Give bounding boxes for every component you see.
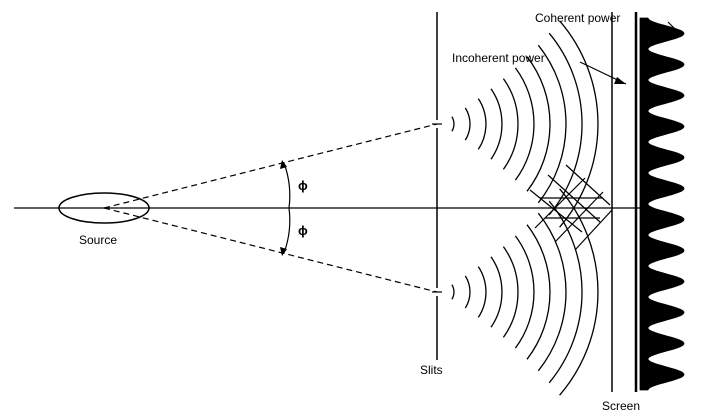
angle-arc-upper: [283, 162, 291, 209]
ray-to-upper-slit: [103, 123, 438, 209]
angle-arc-lower: [283, 207, 291, 254]
wavefront-arc: [502, 78, 519, 170]
wavefront-arc: [559, 188, 599, 396]
wavefront-arc: [502, 246, 519, 338]
incoherent-power-label: Incoherent power: [452, 51, 545, 65]
wavefront-arc: [477, 98, 487, 150]
lower-slit-wavefronts: [451, 188, 599, 396]
incoherent-power-arrowhead: [614, 77, 626, 84]
wavefront-arc: [464, 275, 471, 309]
wavefront-arc: [548, 200, 583, 384]
wavefront-arc: [514, 235, 535, 349]
phi-lower-symbol: ϕ: [298, 223, 308, 238]
wavefront-arc: [451, 116, 455, 132]
wavefront-arc: [451, 284, 455, 300]
angle-arrowhead-top: [280, 160, 287, 169]
screen-intensity-pattern: [639, 17, 685, 391]
slits-label: Slits: [420, 363, 443, 377]
coherent-power-pointer: [667, 21, 679, 33]
wavefront-arc: [490, 256, 503, 328]
phi-upper-symbol: ϕ: [298, 178, 308, 193]
angle-arrowhead-bottom: [280, 247, 287, 256]
wavefront-arc: [477, 266, 487, 318]
screen-label: Screen: [602, 399, 640, 413]
ray-to-lower-slit: [103, 207, 438, 293]
wavefront-arc: [537, 212, 567, 372]
wavefront-arc: [526, 224, 551, 360]
wavefront-arc: [514, 67, 535, 181]
interference-crosshatch: [529, 164, 613, 251]
wavefront-arc: [464, 107, 471, 141]
coherent-power-label: Coherent power: [535, 11, 620, 25]
source-label: Source: [79, 233, 117, 247]
source-ellipse: [58, 192, 150, 224]
wavefront-arc: [490, 88, 503, 160]
